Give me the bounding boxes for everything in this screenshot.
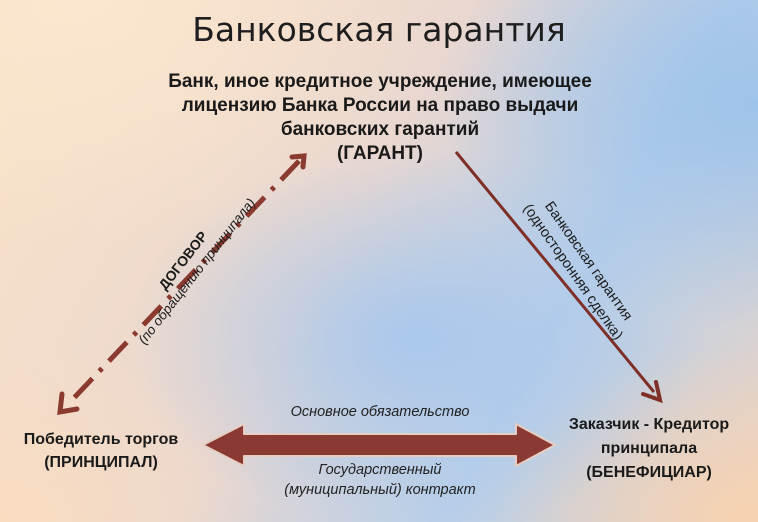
guarantee-arrow [454, 151, 663, 404]
page-title: Банковская гарантия [192, 10, 566, 49]
state-contract-line: Государственный [318, 462, 442, 478]
beneficiary-line: Заказчик - Кредитор [568, 416, 730, 433]
guarantor-line: Банк, иное кредитное учреждение, имеющее [168, 71, 592, 92]
principal-role: (ПРИНЦИПАЛ) [44, 454, 158, 471]
beneficiary-line: принципала [600, 440, 698, 457]
state-contract-label: Государственный (муниципальный) контракт [230, 460, 530, 500]
guarantor-line: лицензию Банка России на право выдачи [181, 95, 579, 116]
guarantor-line: банковских гарантий [280, 119, 480, 140]
guarantor-block: Банк, иное кредитное учреждение, имеющее… [120, 70, 640, 166]
principal-block: Победитель торгов (ПРИНЦИПАЛ) [6, 428, 196, 474]
arrowhead-down-left-icon [57, 391, 80, 416]
beneficiary-role: (БЕНЕФИЦИАР) [586, 464, 712, 481]
principal-line: Победитель торгов [23, 431, 179, 448]
contract-arrow [57, 153, 307, 416]
main-obligation-label: Основное обязательство [290, 404, 470, 420]
arrowhead-down-right-icon [641, 380, 663, 404]
obligation-double-arrow [202, 423, 556, 467]
guarantor-role: (ГАРАНТ) [336, 143, 423, 164]
arrowhead-up-right-icon [289, 153, 307, 170]
beneficiary-block: Заказчик - Кредитор принципала (БЕНЕФИЦИ… [546, 413, 752, 485]
state-contract-line: (муниципальный) контракт [284, 482, 476, 498]
